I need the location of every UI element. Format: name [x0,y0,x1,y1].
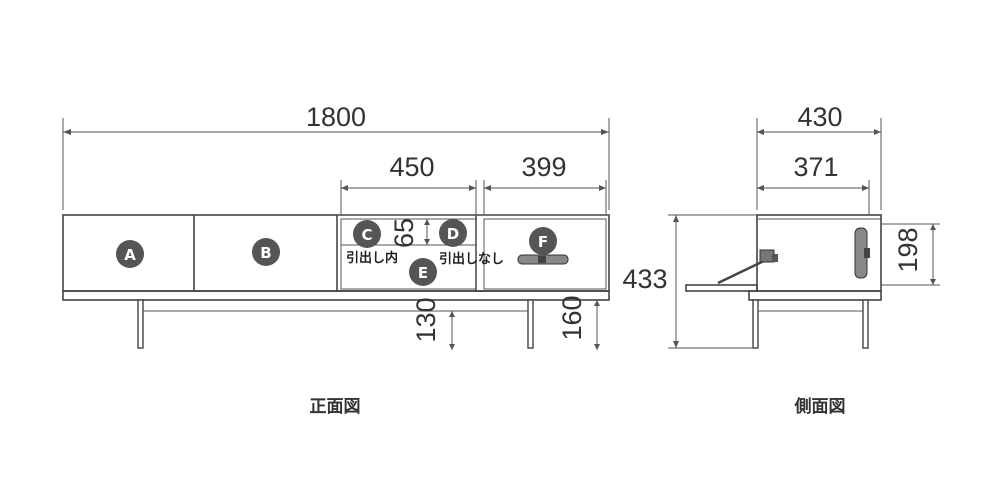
front-legs [137,299,534,349]
marker-c: C [353,220,381,248]
svg-text:D: D [447,225,459,243]
side-view-caption: 側面図 [794,396,846,417]
dim-399: 399 [521,152,566,182]
svg-text:B: B [260,244,271,262]
dim-430: 430 [797,102,842,132]
dim-height-upper: 198 [881,223,940,286]
side-view: 430 371 [622,102,940,417]
dim-leg-clearance-d: 160 [557,295,600,350]
dim-drawer-c-width: 450 [340,152,477,214]
dim-433: 433 [622,264,667,294]
marker-f: F [529,227,557,255]
marker-d: D [439,219,467,247]
side-base-plinth [748,290,882,301]
dim-65: 65 [389,218,419,248]
label-inside-drawer: 引出し内 [346,250,398,266]
front-cabinet-outline [62,214,610,292]
svg-text:A: A [124,246,136,264]
side-legs [752,299,869,349]
svg-text:F: F [538,233,548,251]
dim-overall-width: 1800 [62,102,610,210]
marker-a: A [116,240,144,268]
label-no-drawer: 引出しなし [439,251,504,267]
handle-icon [517,254,569,265]
marker-e: E [409,258,437,286]
svg-text:C: C [361,226,372,244]
dim-450: 450 [389,152,434,182]
dim-160: 160 [557,295,587,340]
dim-198: 198 [893,227,923,272]
marker-b: B [252,238,280,266]
svg-text:E: E [418,264,428,282]
dim-depth-inner: 371 [757,152,870,214]
dim-371: 371 [793,152,838,182]
front-view-caption: 正面図 [310,397,361,417]
dim-drawer-height: 65 [389,218,430,248]
flap-stay-icon [717,249,778,285]
dim-130: 130 [411,297,441,342]
side-handle-icon [854,227,870,279]
dim-depth-total: 430 [756,102,882,210]
dim-height-total: 433 [622,214,757,349]
dim-drawer-d-width: 399 [483,152,607,214]
front-view: 1800 450 399 [62,102,610,417]
front-base-plinth [62,290,610,301]
dim-1800: 1800 [306,102,366,132]
side-open-flap [685,284,758,292]
dim-leg-clearance-c: 130 [411,297,455,350]
